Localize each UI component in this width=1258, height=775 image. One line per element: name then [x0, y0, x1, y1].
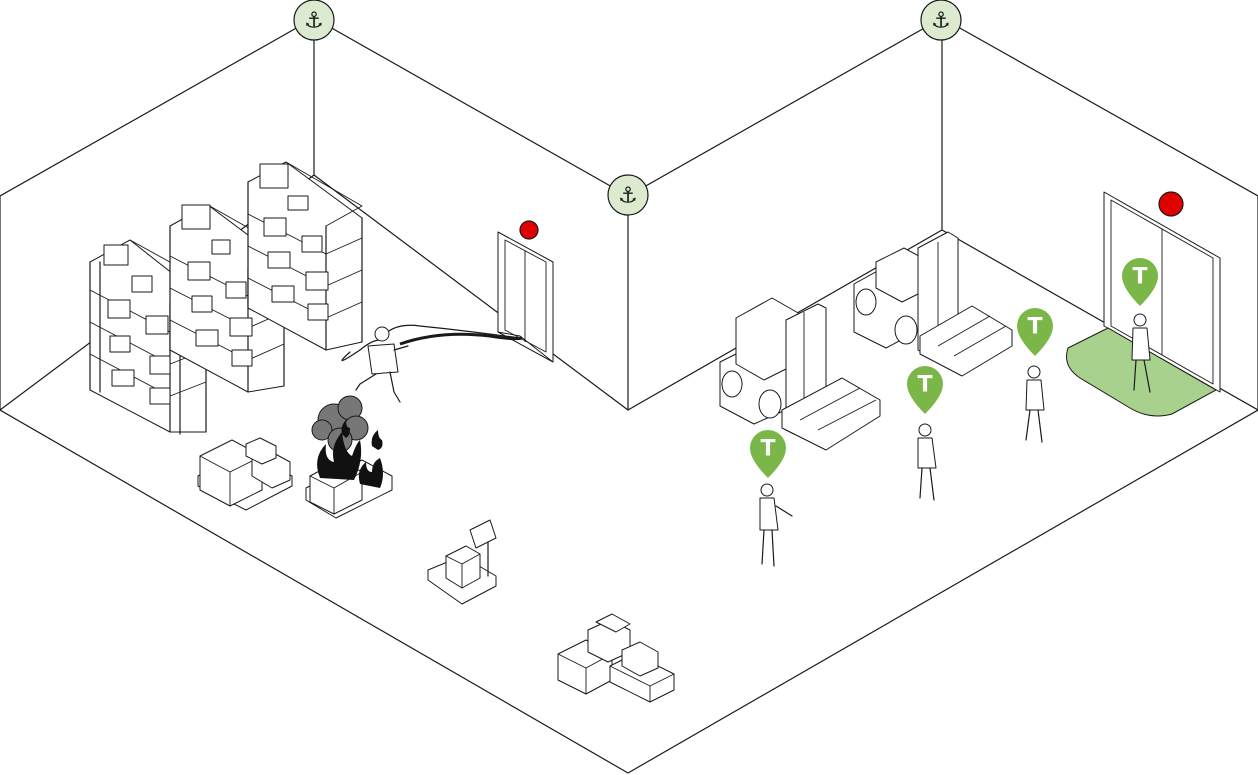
tag-icon: T: [917, 373, 932, 398]
firefighter: [341, 324, 523, 403]
safe-zone: [1066, 327, 1218, 417]
pallet-boxes-left: [197, 437, 293, 511]
worker-4: [1131, 313, 1151, 393]
weighing-scale: [427, 519, 497, 605]
worker-2: [917, 423, 937, 501]
tag-icon: T: [760, 437, 775, 462]
uwb-anchor-right-corner[interactable]: ⚓: [920, 0, 962, 41]
tag-worker-3[interactable]: T: [1017, 308, 1053, 356]
uwb-anchor-left-corner[interactable]: ⚓: [293, 0, 335, 41]
worker-3: [1025, 365, 1045, 443]
right-door: [1066, 191, 1221, 417]
burning-pallet: [305, 395, 393, 519]
box-pile: [557, 613, 675, 703]
anchor-icon: ⚓: [618, 184, 638, 209]
anchor-icon: ⚓: [931, 9, 951, 34]
shelving-rack-3: [247, 161, 363, 351]
forklift-2: [853, 231, 1013, 377]
alarm-light-right: [1158, 191, 1184, 217]
tag-worker-1[interactable]: T: [750, 430, 786, 478]
tag-worker-4[interactable]: T: [1122, 258, 1158, 306]
forklift-1: [719, 297, 881, 451]
fire-icon: [317, 420, 383, 488]
tag-worker-2[interactable]: T: [907, 366, 943, 414]
tag-icon: T: [1027, 315, 1042, 340]
worker-1: [759, 483, 793, 567]
uwb-anchor-center-corner[interactable]: ⚓: [607, 174, 649, 216]
tag-icon: T: [1132, 265, 1147, 290]
alarm-light-left: [519, 220, 539, 240]
anchor-icon: ⚓: [304, 9, 324, 34]
left-door: [497, 220, 554, 363]
